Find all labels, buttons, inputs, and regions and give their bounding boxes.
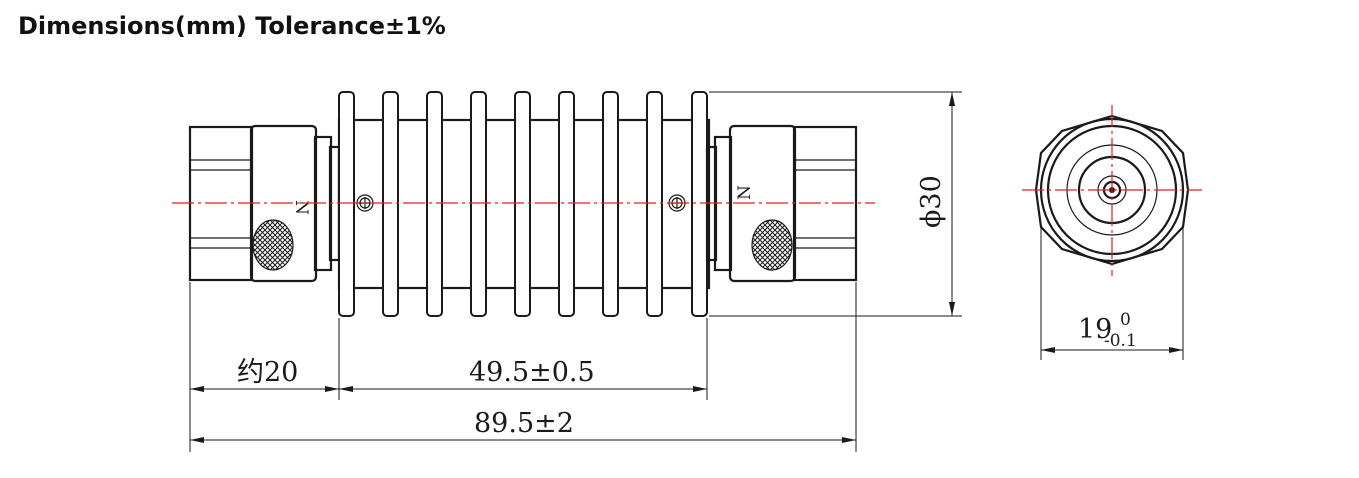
fin bbox=[470, 91, 487, 317]
dim-body-length: 49.5±0.5 bbox=[469, 357, 595, 388]
side-view: N bbox=[172, 91, 875, 317]
dim-left-connector-length: 约20 bbox=[237, 357, 298, 388]
heatsink-fins bbox=[338, 91, 708, 317]
dim-end-view-lower-tolerance: -0.1 bbox=[1104, 331, 1137, 351]
fin bbox=[426, 91, 443, 317]
fin bbox=[691, 91, 708, 317]
end-view bbox=[1022, 105, 1202, 276]
fin bbox=[338, 91, 355, 317]
page-title: Dimensions(mm) Tolerance±1% bbox=[18, 12, 446, 40]
fin bbox=[382, 91, 399, 317]
dim-body-diameter: ϕ30 bbox=[916, 175, 947, 228]
dim-end-view-width: 19 bbox=[1078, 314, 1112, 345]
fin bbox=[602, 91, 619, 317]
dim-end-view-upper-tolerance: 0 bbox=[1120, 310, 1131, 330]
fin bbox=[646, 91, 663, 317]
fin bbox=[514, 91, 531, 317]
dim-overall-length: 89.5±2 bbox=[474, 408, 574, 439]
right-knurl-pattern bbox=[751, 219, 793, 271]
left-knurl-pattern bbox=[252, 219, 294, 271]
right-connector-mark: N bbox=[735, 185, 755, 200]
left-connector-mark: N bbox=[291, 200, 311, 215]
end-view-dimension bbox=[1040, 227, 1184, 360]
dimension-lines bbox=[189, 91, 962, 452]
fin bbox=[558, 91, 575, 317]
